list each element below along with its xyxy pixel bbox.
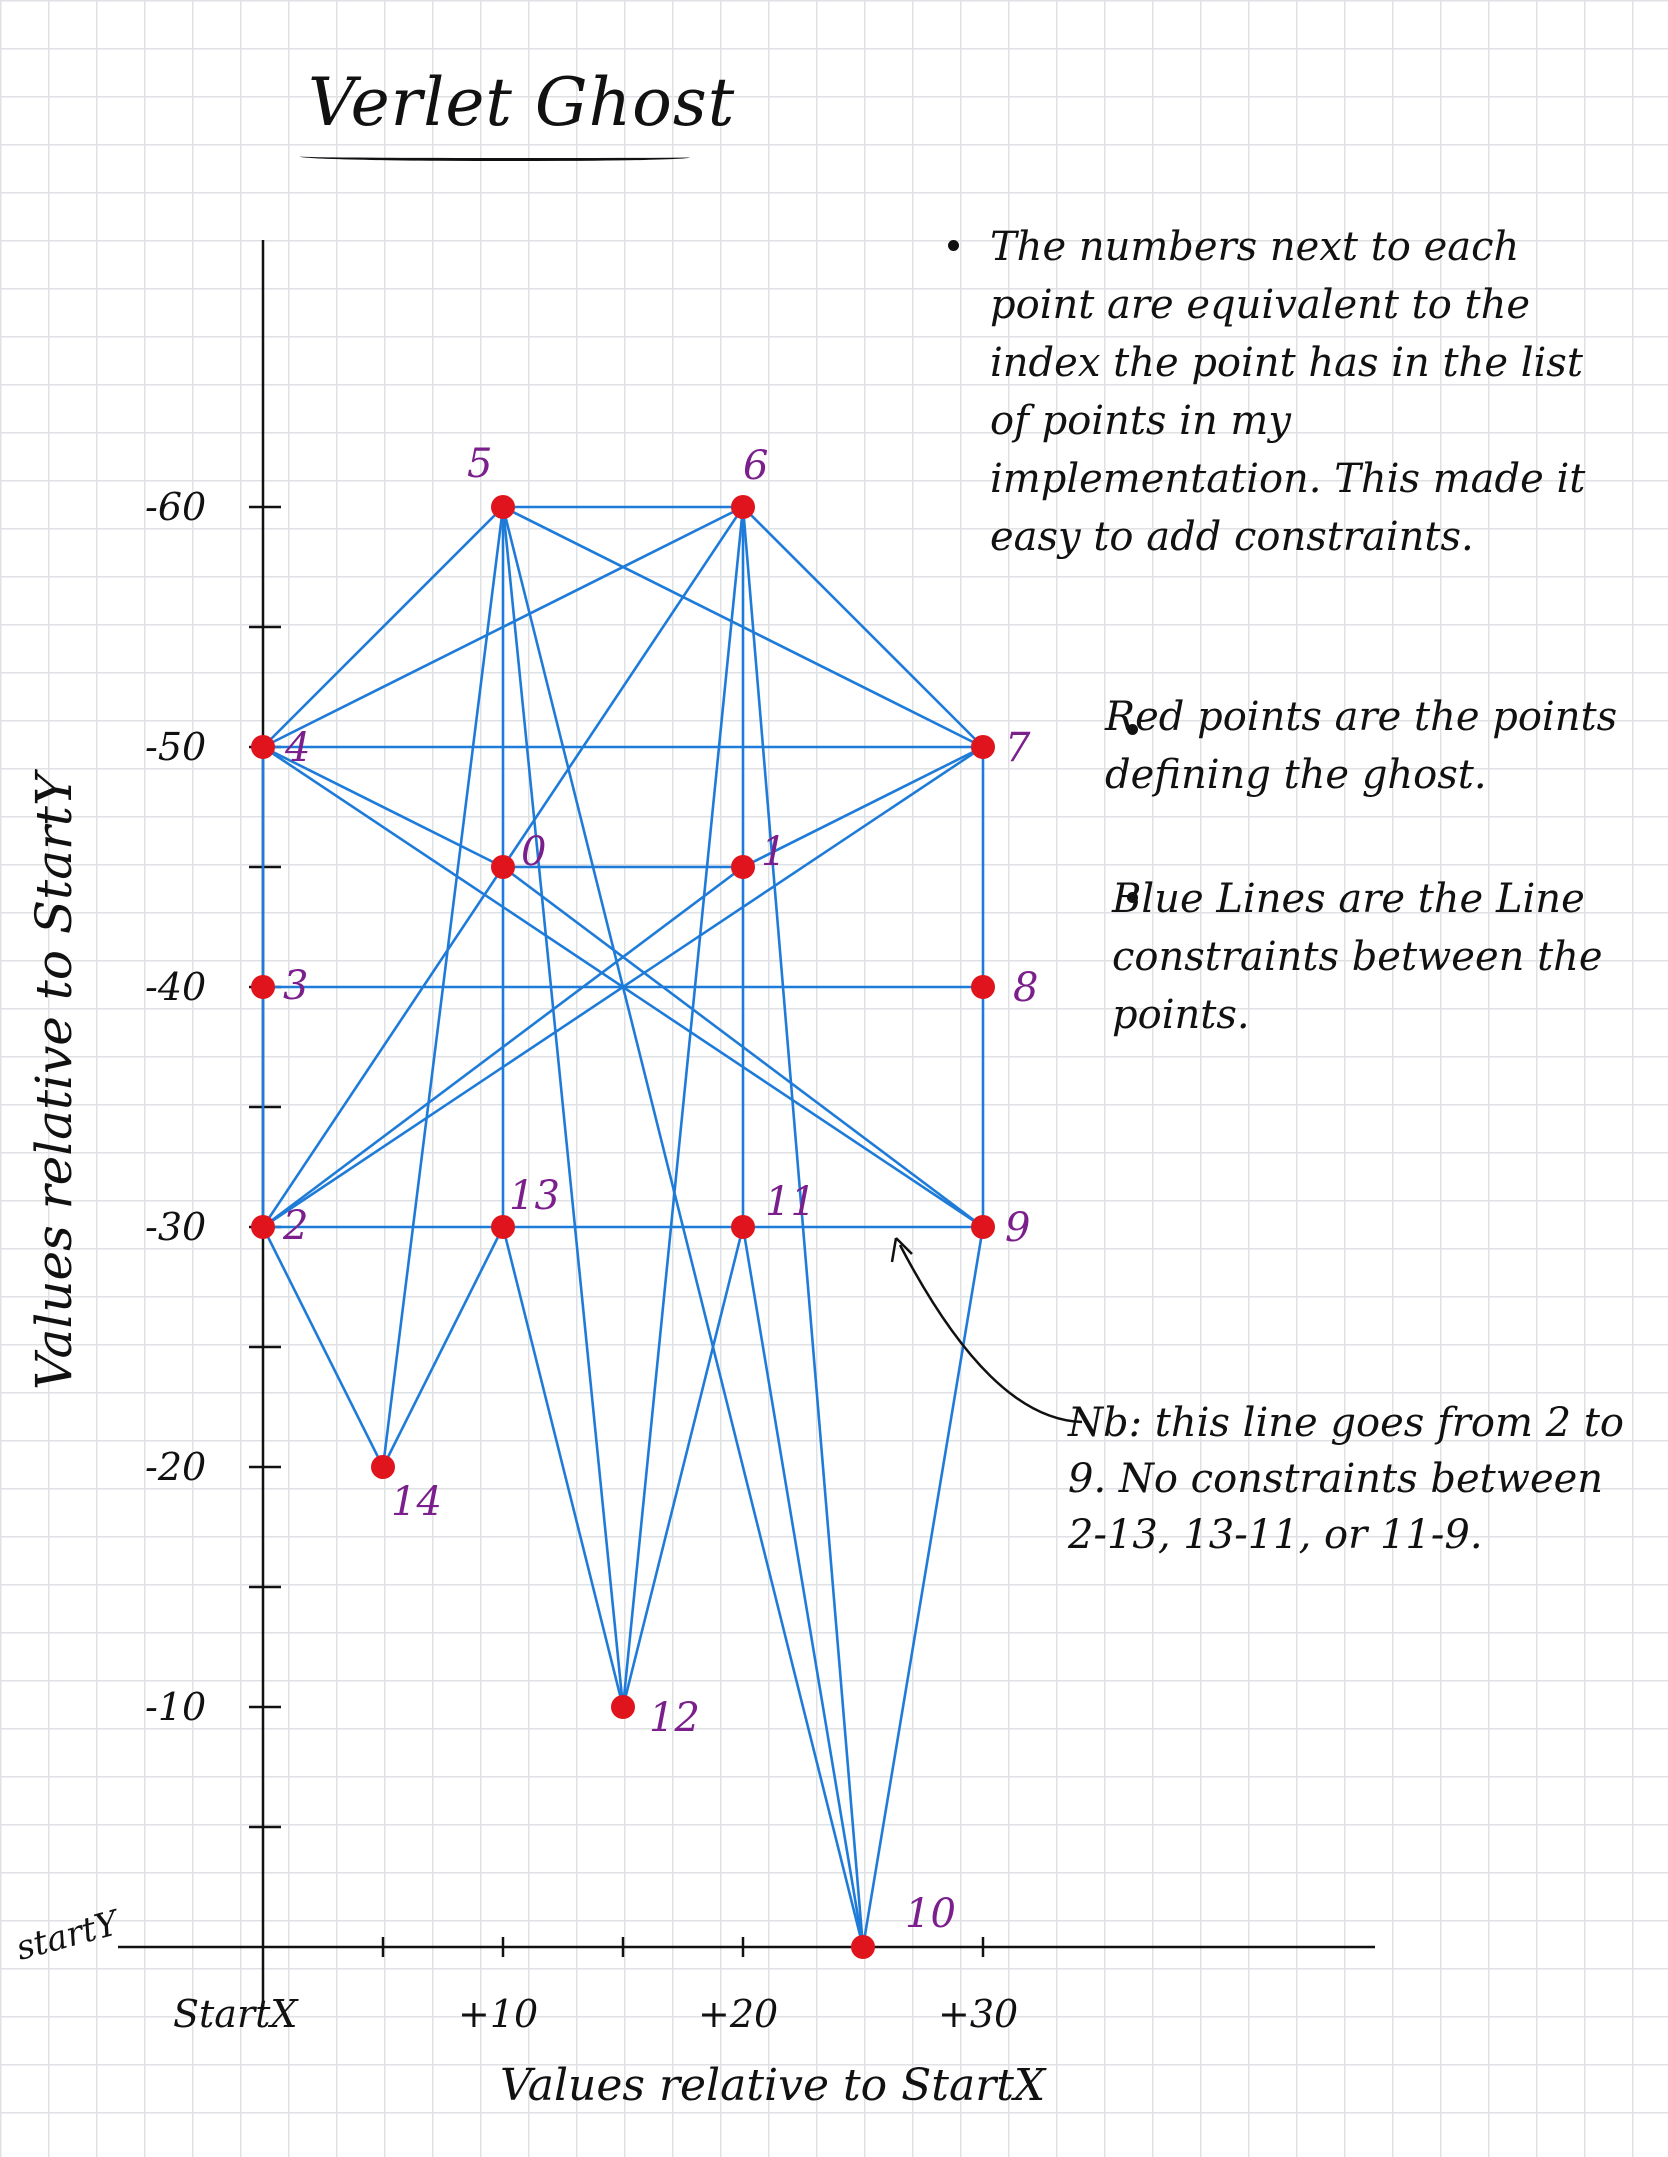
constraint-line bbox=[501, 505, 625, 1709]
ghost-point bbox=[731, 1215, 755, 1239]
ghost-point bbox=[851, 1935, 875, 1959]
point-label: 3 bbox=[283, 963, 308, 1009]
y-tick-label: -50 bbox=[145, 725, 206, 769]
ghost-point bbox=[251, 735, 275, 759]
bullet-icon bbox=[948, 240, 959, 251]
point-label: 14 bbox=[391, 1479, 442, 1525]
x-tick-label: +20 bbox=[698, 1992, 778, 2036]
constraint-line bbox=[261, 505, 745, 749]
note-blue-lines: Blue Lines are the Line constraints betw… bbox=[1112, 870, 1657, 1044]
bullet-icon bbox=[1127, 892, 1138, 903]
constraint-line bbox=[261, 865, 745, 1229]
point-label: 11 bbox=[765, 1179, 816, 1225]
y-tick-label: -60 bbox=[145, 485, 206, 529]
ghost-point bbox=[491, 1215, 515, 1239]
point-label: 0 bbox=[521, 829, 546, 875]
point-label: 8 bbox=[1013, 965, 1038, 1011]
x-tick-label: +30 bbox=[938, 1992, 1018, 2036]
point-label: 4 bbox=[284, 725, 310, 771]
constraint-line bbox=[741, 1225, 865, 1949]
constraint-line bbox=[741, 505, 985, 749]
constraint-line bbox=[621, 1225, 745, 1709]
ghost-point bbox=[491, 495, 515, 519]
constraint-line bbox=[621, 505, 745, 1709]
ghost-point bbox=[371, 1455, 395, 1479]
y-tick-label: -40 bbox=[145, 965, 206, 1009]
constraint-lines bbox=[261, 505, 985, 1949]
constraint-line bbox=[861, 1225, 985, 1949]
constraint-line bbox=[741, 745, 985, 869]
ghost-point bbox=[611, 1695, 635, 1719]
constraint-line bbox=[261, 505, 505, 749]
y-tick-label: -20 bbox=[145, 1445, 206, 1489]
point-label: 2 bbox=[282, 1203, 308, 1249]
constraint-line bbox=[501, 1225, 625, 1709]
note-red-points-text: Red points are the points defining the g… bbox=[1105, 694, 1618, 798]
point-label: 10 bbox=[905, 1891, 956, 1937]
note-blue-lines-text: Blue Lines are the Line constraints betw… bbox=[1112, 876, 1603, 1038]
constraint-line bbox=[261, 745, 505, 869]
ghost-point bbox=[251, 1215, 275, 1239]
point-label: 7 bbox=[1005, 725, 1031, 771]
x-axis-title: Values relative to StartX bbox=[500, 2060, 1046, 2111]
constraint-line bbox=[501, 505, 985, 749]
note-indices: The numbers next to each point are equiv… bbox=[948, 218, 1630, 566]
ghost-point bbox=[731, 495, 755, 519]
ghost-point bbox=[971, 975, 995, 999]
note-indices-text: The numbers next to each point are equiv… bbox=[990, 224, 1586, 560]
x-tick-label: +10 bbox=[458, 1992, 538, 2036]
ghost-point bbox=[491, 855, 515, 879]
constraint-line bbox=[501, 505, 865, 1949]
point-label: 12 bbox=[649, 1695, 700, 1741]
point-label: 6 bbox=[743, 443, 768, 489]
y-origin-label: startY bbox=[12, 1902, 126, 1968]
y-tick-label: -10 bbox=[145, 1685, 206, 1729]
ghost-point bbox=[971, 735, 995, 759]
ghost-point bbox=[251, 975, 275, 999]
annotation-note: Nb: this line goes from 2 to 9. No const… bbox=[1068, 1400, 1624, 1558]
diagram-title: Verlet Ghost bbox=[308, 64, 736, 141]
constraint-line bbox=[381, 1225, 505, 1469]
ghost-point bbox=[971, 1215, 995, 1239]
ghost-points bbox=[251, 495, 995, 1959]
ghost-point bbox=[731, 855, 755, 879]
point-label: 9 bbox=[1005, 1205, 1030, 1251]
x-ticks: StartX +10 +20 +30 bbox=[173, 1937, 1018, 2036]
point-label: 5 bbox=[467, 441, 492, 487]
x-tick-label: StartX bbox=[173, 1992, 299, 2036]
constraint-line bbox=[381, 505, 505, 1469]
point-label: 13 bbox=[509, 1173, 560, 1219]
constraint-line bbox=[261, 1225, 385, 1469]
y-tick-label: -30 bbox=[145, 1205, 206, 1249]
title-underline bbox=[300, 152, 690, 161]
point-label: 1 bbox=[761, 829, 786, 875]
y-axis-title: Values relative to StartY bbox=[25, 772, 83, 1390]
constraint-line bbox=[501, 865, 985, 1229]
note-red-points: Red points are the points defining the g… bbox=[1105, 688, 1655, 804]
annotation-arrow bbox=[890, 1237, 1083, 1424]
constraint-line bbox=[741, 505, 865, 1949]
y-ticks: -10 -20 -30 -40 -50 -60 bbox=[145, 485, 281, 1829]
bullet-icon bbox=[1127, 724, 1138, 735]
